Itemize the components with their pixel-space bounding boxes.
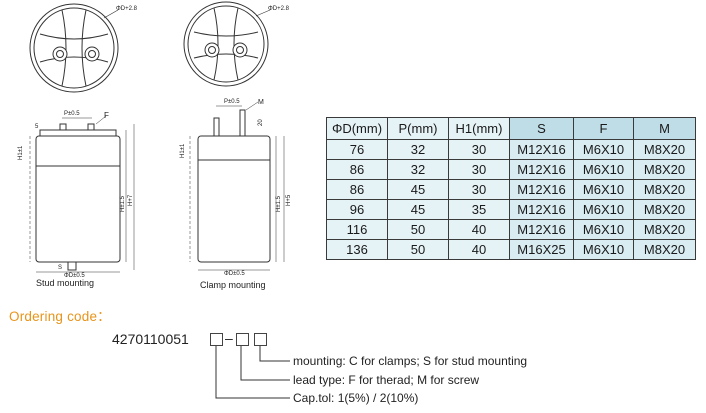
col-header-h1: H1(mm)	[448, 117, 510, 140]
five-label: 5	[35, 124, 39, 130]
table-cell: 50	[387, 219, 449, 240]
col-header-f: F	[573, 117, 634, 140]
table-cell: 136	[326, 239, 388, 260]
capacitor-drawings: ΦD+2.8 ΦD+2.8 P±0.5 F 5 H1±1 H±1.5 H+7 S…	[18, 1, 292, 290]
lead-m-label: M	[258, 99, 264, 106]
h-label-right: H±1.5	[276, 195, 282, 212]
twenty-label: 20	[258, 119, 264, 126]
table-cell: 32	[387, 139, 449, 160]
part-number: 4270110051	[112, 331, 189, 347]
ordering-code-title: Ordering code：	[9, 309, 111, 324]
table-cell: M8X20	[633, 219, 696, 240]
table-cell: M6X10	[573, 139, 634, 160]
table-cell: 76	[326, 139, 388, 160]
table-cell: 45	[387, 179, 449, 200]
table-cell: M8X20	[633, 239, 696, 260]
clamp-top-view	[183, 1, 271, 87]
table-cell: M16X25	[509, 239, 574, 260]
col-header-diameter: ΦD(mm)	[326, 117, 388, 140]
table-cell: M6X10	[573, 239, 634, 260]
legend-cap-tol: Cap.tol: 1(5%) / 2(10%)	[293, 391, 419, 405]
legend-lead-type: lead type: F for therad; M for screw	[293, 373, 480, 387]
clamp-mounting-caption: Clamp mounting	[200, 280, 266, 290]
table-cell: M6X10	[573, 179, 634, 200]
lead-f-label: F	[104, 111, 109, 120]
h-plus7-label: H+7	[128, 194, 134, 206]
table-cell: 116	[326, 219, 388, 240]
table-cell: 86	[326, 179, 388, 200]
diameter-label-left: ΦD+2.8	[116, 6, 138, 12]
table-cell: 30	[448, 159, 510, 180]
table-cell: M12X16	[509, 199, 574, 220]
diameter-bottom-label-left: ΦD±0.5	[64, 273, 85, 279]
table-cell: 40	[448, 219, 510, 240]
lead-type-box	[236, 333, 249, 346]
diameter-label-right: ΦD+2.8	[268, 6, 290, 12]
pitch-label-left: P±0.5	[64, 111, 80, 117]
table-cell: M12X16	[509, 159, 574, 180]
stud-s-label: S	[58, 265, 62, 271]
h1-label-right: H1±1	[180, 143, 186, 158]
spec-table: ΦD(mm) P(mm) H1(mm) S F M 76 32 30 M12X1…	[326, 117, 696, 260]
table-row: 86 45 30 M12X16 M6X10 M8X20	[326, 179, 696, 200]
diameter-bottom-label-right: ΦD±0.5	[224, 271, 245, 277]
table-cell: 32	[387, 159, 449, 180]
table-cell: M8X20	[633, 179, 696, 200]
legend-mounting: mounting: C for clamps; S for stud mount…	[293, 354, 528, 368]
table-cell: 30	[448, 179, 510, 200]
h-plus5-label: H+5	[286, 194, 292, 206]
table-row: 116 50 40 M12X16 M6X10 M8X20	[326, 219, 696, 240]
h-label-left: H±1.5	[120, 195, 126, 212]
clamp-side-view	[189, 101, 285, 271]
table-cell: 30	[448, 139, 510, 160]
table-cell: M8X20	[633, 159, 696, 180]
table-cell: 35	[448, 199, 510, 220]
cap-tol-box	[210, 333, 223, 346]
stud-top-view	[29, 3, 119, 93]
table-row: 86 32 30 M12X16 M6X10 M8X20	[326, 159, 696, 180]
code-dash: –	[225, 330, 233, 346]
mounting-box	[254, 333, 267, 346]
table-cell: M6X10	[573, 199, 634, 220]
h1-label-left: H1±1	[18, 145, 24, 160]
col-header-m: M	[633, 117, 696, 140]
table-cell: M12X16	[509, 219, 574, 240]
col-header-s: S	[509, 117, 574, 140]
stud-mounting-caption: Stud mounting	[36, 278, 94, 288]
pitch-label-right: P±0.5	[224, 99, 240, 105]
table-cell: 40	[448, 239, 510, 260]
table-header-row: ΦD(mm) P(mm) H1(mm) S F M	[326, 117, 696, 140]
stud-side-view	[29, 115, 135, 273]
table-row: 136 50 40 M16X25 M6X10 M8X20	[326, 239, 696, 260]
table-cell: M8X20	[633, 139, 696, 160]
